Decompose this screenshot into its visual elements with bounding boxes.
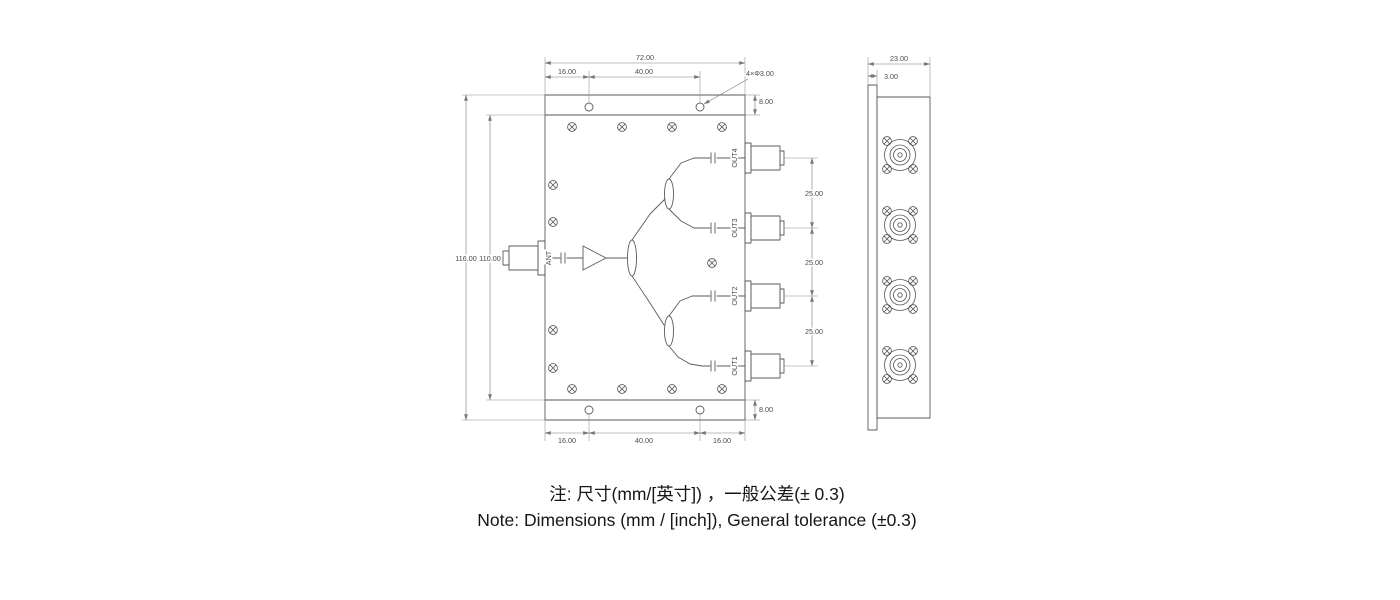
out1-connector: [744, 350, 785, 382]
screw-icon: [667, 384, 677, 394]
out2-connector: [744, 280, 785, 312]
port-labels: ANT OUT4 OUT3 OUT2 OUT1: [543, 147, 741, 377]
dim-tab-bottom: 8.00: [759, 405, 773, 414]
screw-icon: [717, 122, 727, 132]
out4-connector: [744, 142, 785, 174]
notes: 注: 尺寸(mm/[英寸]) ，一般公差(± 0.3) Note: Dimens…: [477, 484, 916, 530]
screw-icon: [548, 325, 558, 335]
screw-icon: [567, 384, 577, 394]
capacitor-symbol: [560, 252, 566, 264]
dim-port-spacing-2: 25.00: [805, 258, 823, 267]
screw-icon: [617, 122, 627, 132]
divider-stage2-upper: [664, 178, 674, 210]
capacitor-symbol: [710, 222, 716, 234]
screw-icon: [707, 258, 717, 268]
screw-icon: [617, 384, 627, 394]
front-view: ANT OUT4 OUT3 OUT2 OUT1 72.00 16.00 40.0…: [454, 53, 825, 447]
amplifier-symbol: [582, 245, 607, 271]
mounting-hole: [584, 405, 594, 415]
dim-bottom-offset-left: 16.00: [558, 436, 576, 445]
dim-port-spacing-3: 25.00: [805, 327, 823, 336]
divider-stage2-lower: [664, 315, 674, 347]
note-line-cn: 注: 尺寸(mm/[英寸]) ，一般公差(± 0.3): [549, 484, 844, 504]
dim-overall-height: 116.00: [455, 254, 476, 263]
internal-circuit: [544, 152, 746, 372]
dim-bottom-offset-right: 16.00: [713, 436, 731, 445]
dim-top-offset-left: 16.00: [558, 67, 576, 76]
screw-icon: [548, 363, 558, 373]
side-connectors: [883, 137, 918, 384]
screw-icon: [667, 122, 677, 132]
mounting-hole: [695, 405, 705, 415]
screw-icon: [548, 180, 558, 190]
out1-label: OUT1: [730, 356, 739, 375]
side-connector: [883, 347, 918, 384]
capacitor-symbol: [710, 290, 716, 302]
out2-label: OUT2: [730, 286, 739, 305]
capacitor-symbol: [710, 360, 716, 372]
front-dimensions: 72.00 16.00 40.00 4×Φ3.00 8.00 8.00 25.0…: [454, 53, 825, 447]
dim-port-spacing-1: 25.00: [805, 189, 823, 198]
divider-stage1: [627, 239, 637, 277]
dim-depth: 23.00: [890, 54, 908, 63]
mounting-hole: [695, 102, 705, 112]
side-dimensions: 23.00 3.00: [867, 54, 931, 97]
ant-connector: [502, 240, 546, 276]
out3-connector: [744, 212, 785, 244]
side-view: 23.00 3.00: [867, 54, 931, 431]
output-connectors: [744, 142, 785, 382]
out4-label: OUT4: [730, 148, 739, 167]
dim-bottom-hole-span: 40.00: [635, 436, 653, 445]
dim-top-hole-span: 40.00: [635, 67, 653, 76]
screw-icon: [548, 217, 558, 227]
note-line-en: Note: Dimensions (mm / [inch]), General …: [477, 510, 916, 530]
dim-overall-width: 72.00: [636, 53, 654, 62]
dim-hole-callout: 4×Φ3.00: [746, 69, 774, 78]
side-connector: [883, 277, 918, 314]
dim-cover-thickness: 3.00: [884, 72, 898, 81]
ant-label: ANT: [544, 250, 553, 265]
screw-icon: [717, 384, 727, 394]
out3-label: OUT3: [730, 218, 739, 237]
side-connector: [883, 137, 918, 174]
dim-tab-top: 8.00: [759, 97, 773, 106]
side-connector: [883, 207, 918, 244]
screw-icon: [567, 122, 577, 132]
side-outline: [867, 84, 931, 431]
dim-body-height: 110.00: [479, 254, 500, 263]
capacitor-symbol: [710, 152, 716, 164]
mounting-hole: [584, 102, 594, 112]
